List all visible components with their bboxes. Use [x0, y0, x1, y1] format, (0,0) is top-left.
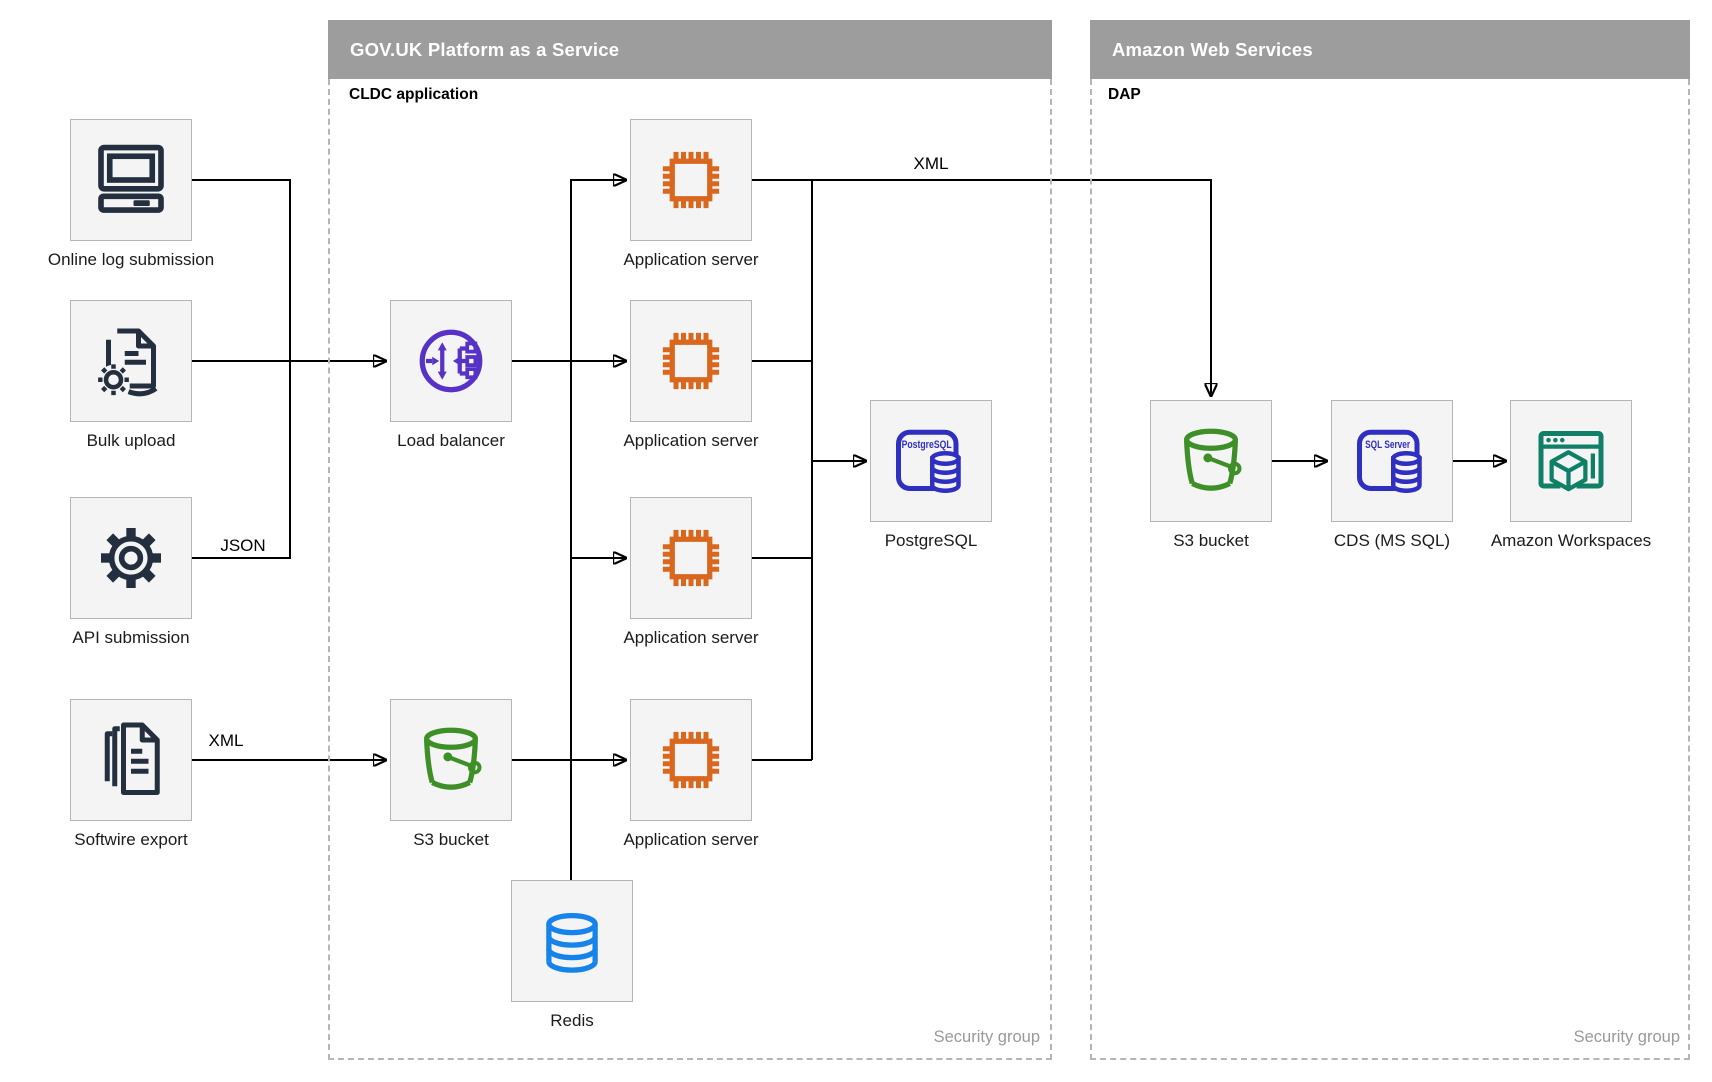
aws-header-bar: Amazon Web Services	[1090, 20, 1690, 79]
node-application-server-4: Application server	[591, 699, 791, 850]
node-label: Load balancer	[397, 431, 505, 450]
node-label: Online log submission	[47, 250, 215, 269]
node-redis: Redis	[472, 880, 672, 1031]
s3-bucket-box	[390, 699, 512, 821]
gear-icon	[91, 518, 171, 598]
paas-security-group-label: Security group	[933, 1028, 1040, 1046]
paas-sublabel: CLDC application	[349, 86, 479, 103]
node-s3-bucket-aws: S3 bucket	[1111, 400, 1311, 551]
s3-bucket-icon	[411, 720, 491, 800]
s3-bucket-icon	[1171, 421, 1251, 501]
postgresql-database-icon: PostgreSQL	[891, 421, 971, 501]
edge-api-junction	[192, 361, 291, 559]
node-label: S3 bucket	[1173, 531, 1249, 550]
sql-server-database-icon: SQL Server	[1352, 421, 1432, 501]
node-application-server-3: Application server	[591, 497, 791, 648]
application-server-box	[630, 497, 752, 619]
node-label: Application server	[623, 628, 759, 647]
postgresql-box: PostgreSQL	[870, 400, 992, 522]
node-bulk-upload: Bulk upload	[31, 300, 231, 451]
edge-label-xml-softwire: XML	[205, 731, 247, 751]
chip-icon	[651, 720, 731, 800]
load-balancer-box	[390, 300, 512, 422]
node-label: S3 bucket	[413, 830, 489, 849]
aws-sublabel: DAP	[1108, 86, 1141, 103]
node-postgresql: PostgreSQL PostgreSQL	[831, 400, 1031, 551]
node-cds-mssql: SQL Server CDS (MS SQL)	[1292, 400, 1492, 551]
paas-header-bar: GOV.UK Platform as a Service	[328, 20, 1052, 79]
edge-label-xml-aws: XML	[910, 154, 952, 174]
node-load-balancer: Load balancer	[351, 300, 551, 451]
workspaces-window-cube-icon	[1531, 421, 1611, 501]
svg-text:PostgreSQL: PostgreSQL	[902, 439, 952, 451]
node-label: PostgreSQL	[884, 531, 978, 550]
node-label: Application server	[623, 431, 759, 450]
chip-icon	[651, 518, 731, 598]
node-amazon-workspaces: Amazon Workspaces	[1471, 400, 1671, 551]
documents-stack-icon	[91, 720, 171, 800]
chip-icon	[651, 321, 731, 401]
node-label: Redis	[550, 1011, 594, 1030]
document-gear-icon	[91, 321, 171, 401]
online-log-submission-box	[70, 119, 192, 241]
node-label: API submission	[72, 628, 190, 647]
node-label: Softwire export	[74, 830, 188, 849]
softwire-export-box	[70, 699, 192, 821]
paas-container	[328, 79, 1052, 1060]
computer-icon	[91, 140, 171, 220]
application-server-box	[630, 119, 752, 241]
aws-security-group-label: Security group	[1573, 1028, 1680, 1046]
edge-label-json: JSON	[217, 536, 269, 556]
edge-trunk-app1	[570, 180, 626, 361]
paas-title: GOV.UK Platform as a Service	[350, 38, 620, 60]
bulk-upload-box	[70, 300, 192, 422]
node-label: Bulk upload	[86, 431, 176, 450]
s3-bucket-box	[1150, 400, 1272, 522]
node-online-log-submission: Online log submission	[31, 119, 231, 270]
node-label: Application server	[623, 250, 759, 269]
api-submission-box	[70, 497, 192, 619]
aws-container	[1090, 79, 1690, 1060]
node-s3-bucket-paas: S3 bucket	[351, 699, 551, 850]
redis-box	[511, 880, 633, 1002]
node-softwire-export: Softwire export	[31, 699, 231, 850]
node-label: Amazon Workspaces	[1490, 531, 1652, 550]
node-label: CDS (MS SQL)	[1333, 531, 1451, 550]
application-server-box	[630, 699, 752, 821]
svg-text:SQL Server: SQL Server	[1365, 439, 1411, 451]
edge-app1-aws-s3	[752, 179, 1211, 396]
load-balancer-icon	[411, 321, 491, 401]
amazon-workspaces-box	[1510, 400, 1632, 522]
application-server-box	[630, 300, 752, 422]
edge-onlinelog-junction	[192, 179, 291, 361]
cds-mssql-box: SQL Server	[1331, 400, 1453, 522]
aws-title: Amazon Web Services	[1112, 38, 1313, 60]
node-application-server-1: Application server	[591, 119, 791, 270]
chip-icon	[651, 140, 731, 220]
node-application-server-2: Application server	[591, 300, 791, 451]
redis-database-icon	[532, 901, 612, 981]
node-api-submission: API submission	[31, 497, 231, 648]
node-label: Application server	[623, 830, 759, 849]
